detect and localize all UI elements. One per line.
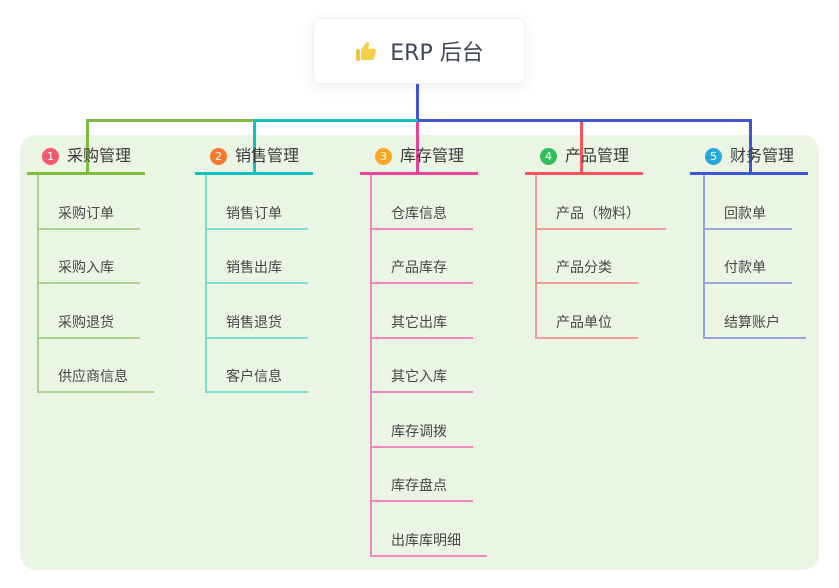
connector-drop-sales [253,119,256,175]
child-label: 采购退货 [58,314,114,331]
child-node[interactable]: 出库库明细 [372,502,487,557]
child-node[interactable]: 采购入库 [39,230,140,284]
branch-label: 产品管理 [565,146,630,165]
child-node[interactable]: 回款单 [705,175,792,230]
connector-drop-purchase [86,119,89,175]
child-label: 产品分类 [556,260,612,276]
child-label: 库存盘点 [391,478,447,494]
root-node[interactable]: ERP 后台 [313,18,525,84]
child-node[interactable]: 结算账户 [705,284,806,339]
child-node[interactable]: 客户信息 [207,339,308,393]
branch-finance-children: 回款单 付款单 结算账户 [703,175,806,339]
branch-inventory[interactable]: 3 库存管理 [360,146,479,175]
child-node[interactable]: 库存盘点 [372,448,473,502]
branch-product-children: 产品（物料） 产品分类 产品单位 [535,175,666,339]
branch-label: 采购管理 [67,146,132,165]
child-label: 客户信息 [226,369,282,385]
child-label: 出库库明细 [391,532,461,549]
branch-inventory-children: 仓库信息 产品库存 其它出库 其它入库 库存调拨 库存盘点 出库库明细 [370,175,487,557]
connector-bus-blue [418,119,752,122]
child-label: 产品库存 [391,260,447,276]
child-label: 采购入库 [58,260,114,276]
child-label: 产品单位 [556,314,612,331]
branch-label: 销售管理 [235,146,300,165]
child-node[interactable]: 库存调拨 [372,393,473,448]
child-node[interactable]: 其它入库 [372,339,473,393]
child-label: 供应商信息 [58,369,128,385]
child-label: 回款单 [724,205,766,222]
connector-root-trunk [416,84,419,120]
thumbs-up-icon [354,38,380,64]
branch-number-badge: 5 [705,147,722,165]
child-label: 仓库信息 [391,205,447,222]
branch-sales[interactable]: 2 销售管理 [195,146,314,175]
branch-number-badge: 4 [540,147,557,165]
child-label: 销售退货 [226,314,282,331]
child-node[interactable]: 产品分类 [537,230,638,284]
branch-purchase-children: 采购订单 采购入库 采购退货 供应商信息 [37,175,154,393]
branch-product[interactable]: 4 产品管理 [525,146,644,175]
connector-drop-inventory [416,122,419,175]
child-node[interactable]: 仓库信息 [372,175,473,230]
root-label: ERP 后台 [390,41,484,66]
child-node[interactable]: 采购退货 [39,284,140,339]
mindmap-panel [20,135,819,570]
child-node[interactable]: 采购订单 [39,175,140,230]
child-node[interactable]: 产品（物料） [537,175,666,230]
branch-finance[interactable]: 5 财务管理 [690,146,809,175]
branch-label: 库存管理 [400,146,465,165]
child-label: 付款单 [724,260,766,276]
child-node[interactable]: 销售出库 [207,230,308,284]
child-label: 采购订单 [58,205,114,222]
branch-label: 财务管理 [730,146,795,165]
child-label: 销售订单 [226,205,282,222]
connector-drop-finance [749,119,752,175]
child-node[interactable]: 产品库存 [372,230,473,284]
child-node[interactable]: 付款单 [705,230,792,284]
connector-bus-green [86,119,255,122]
child-node[interactable]: 销售退货 [207,284,308,339]
connector-drop-product [580,122,583,175]
child-label: 结算账户 [724,314,780,331]
child-label: 销售出库 [226,260,282,276]
child-label: 库存调拨 [391,423,447,440]
child-node[interactable]: 供应商信息 [39,339,154,393]
connector-bus-teal [253,119,418,122]
child-label: 其它出库 [391,314,447,331]
branch-number-badge: 1 [42,147,59,165]
child-node[interactable]: 销售订单 [207,175,308,230]
child-label: 其它入库 [391,369,447,385]
branch-purchase[interactable]: 1 采购管理 [27,146,146,175]
branch-number-badge: 2 [210,147,227,165]
child-label: 产品（物料） [556,205,640,222]
child-node[interactable]: 其它出库 [372,284,473,339]
branch-number-badge: 3 [375,147,392,165]
branch-sales-children: 销售订单 销售出库 销售退货 客户信息 [205,175,308,393]
child-node[interactable]: 产品单位 [537,284,638,339]
